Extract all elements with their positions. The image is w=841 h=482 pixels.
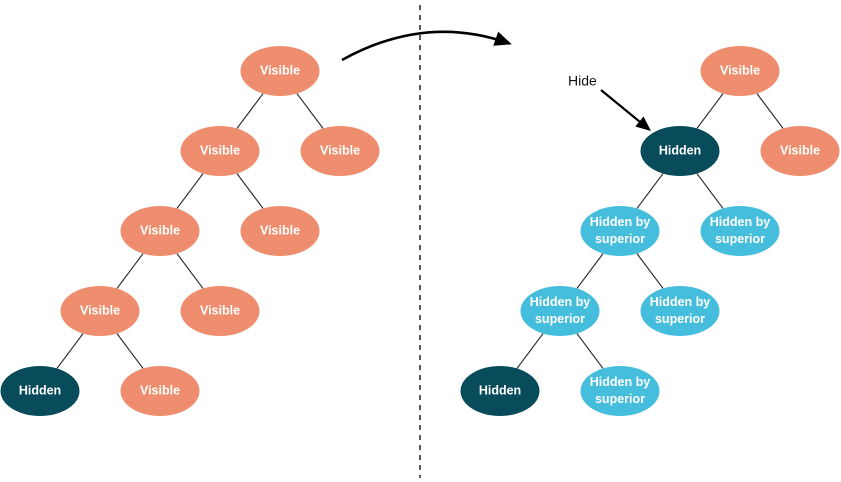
- tree-node-visible[interactable]: Visible: [120, 206, 200, 256]
- transition-arrow-head-icon: [493, 31, 512, 46]
- tree-node-visible[interactable]: Visible: [760, 126, 840, 176]
- tree-edge: [236, 173, 264, 209]
- node-shape: [240, 206, 320, 256]
- node-shape: [300, 126, 380, 176]
- node-shape: [180, 286, 260, 336]
- tree-edge: [56, 333, 84, 369]
- tree-edge: [696, 93, 724, 129]
- hide-arrow-shaft: [600, 89, 643, 125]
- tree-node-hidden[interactable]: Hidden: [0, 366, 80, 416]
- node-shape: [700, 46, 780, 96]
- node-shape: [580, 366, 660, 416]
- tree-edge: [296, 93, 324, 129]
- tree-node-hidden[interactable]: Hidden: [460, 366, 540, 416]
- node-shape: [580, 206, 660, 256]
- node-shape: [120, 366, 200, 416]
- transition-arrow-group: [341, 30, 512, 62]
- node-shape: [0, 366, 80, 416]
- tree-node-visible[interactable]: Visible: [120, 366, 200, 416]
- tree-edge: [756, 93, 784, 129]
- tree-edge: [696, 173, 724, 209]
- tree-node-visible[interactable]: Visible: [60, 286, 140, 336]
- tree-edge: [576, 253, 604, 289]
- node-shape: [120, 206, 200, 256]
- hide-annotation-group: Hide: [568, 73, 651, 131]
- tree-edge: [236, 93, 264, 129]
- tree-node-visible[interactable]: Visible: [180, 286, 260, 336]
- tree-node-visible[interactable]: Visible: [240, 206, 320, 256]
- tree-node-visible[interactable]: Visible: [700, 46, 780, 96]
- node-shape: [760, 126, 840, 176]
- node-shape: [240, 46, 320, 96]
- node-shape: [640, 126, 720, 176]
- tree-edge: [116, 333, 144, 369]
- tree-node-visible[interactable]: Visible: [180, 126, 260, 176]
- transition-arrow-curve: [341, 30, 509, 62]
- tree-edge: [636, 253, 664, 289]
- tree-edge: [176, 253, 204, 289]
- node-shape: [60, 286, 140, 336]
- tree-edge: [576, 333, 604, 369]
- tree-edge: [516, 333, 544, 369]
- node-shape: [640, 286, 720, 336]
- tree-edge: [176, 173, 204, 209]
- tree-edge: [116, 253, 144, 289]
- hide-arrow-head-icon: [635, 116, 651, 131]
- tree-node-visible[interactable]: Visible: [300, 126, 380, 176]
- tree-edge: [636, 173, 664, 209]
- node-shape: [520, 286, 600, 336]
- hide-annotation-label: Hide: [568, 73, 597, 89]
- tree-node-hidden[interactable]: Hidden: [640, 126, 720, 176]
- node-shape: [460, 366, 540, 416]
- left-tree-edges: [56, 93, 324, 369]
- node-shape: [700, 206, 780, 256]
- node-shape: [180, 126, 260, 176]
- right-tree-edges: [516, 93, 784, 369]
- tree-node-visible[interactable]: Visible: [240, 46, 320, 96]
